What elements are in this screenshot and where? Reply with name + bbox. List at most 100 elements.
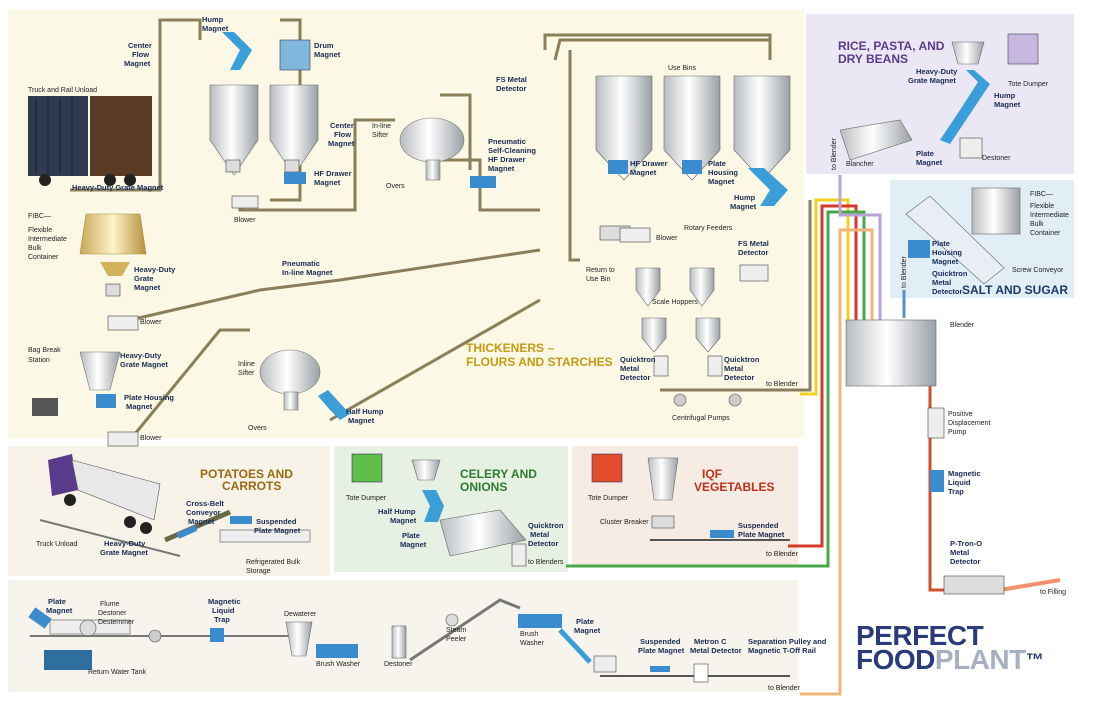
label: Brush Washer	[316, 661, 361, 668]
label: Separation Pulley and	[748, 637, 827, 646]
brand-food: FOOD	[856, 644, 935, 675]
label: Magnet	[314, 178, 341, 187]
label: Use Bins	[668, 65, 697, 72]
salt-equipment	[905, 187, 1021, 285]
label: FIBC—	[1030, 191, 1053, 198]
label: Container	[1030, 230, 1061, 237]
brand-line1: PERFECT	[856, 620, 984, 651]
label: Blower	[140, 435, 162, 442]
label: Bag Break	[28, 347, 61, 354]
label: Magnet	[202, 24, 229, 33]
label: Metal Detector	[690, 646, 742, 655]
label: Truck Unload	[36, 541, 77, 548]
label: to Blenders	[528, 559, 564, 566]
label: Displacement	[948, 420, 990, 427]
label: Magnetic T-Off Rail	[748, 646, 816, 655]
label: Half Hump	[378, 507, 416, 516]
label: Return Water Tank	[88, 669, 146, 676]
label: Metal	[724, 364, 743, 373]
label: Heavy-Duty	[120, 351, 162, 360]
label: Cluster Breaker	[600, 519, 649, 526]
label: Flume	[100, 601, 120, 608]
label: Heavy-Duty Grate Magnet	[72, 183, 164, 192]
label: Heavy-Duty	[134, 265, 176, 274]
title-thickeners-2: FLOURS AND STARCHES	[466, 355, 613, 369]
label: Magnet	[932, 257, 959, 266]
label: Hump	[734, 193, 756, 202]
label: Magnetic	[948, 469, 981, 478]
label: to Blender	[768, 685, 801, 692]
sifter-1	[399, 117, 496, 188]
rice-equipment	[839, 33, 1039, 161]
label: Blower	[656, 235, 678, 242]
label: Grate	[134, 274, 154, 283]
label: Center	[128, 41, 152, 50]
label: Magnetic	[208, 597, 241, 606]
label: Detector	[738, 248, 769, 257]
label: P-Tron-O	[950, 539, 982, 548]
label: Half Hump	[346, 407, 384, 416]
label: Pneumatic	[488, 137, 526, 146]
feed-lines	[566, 175, 1061, 696]
label: Flexible	[1030, 203, 1054, 210]
label: Steam	[446, 627, 466, 634]
label: Magnet	[916, 158, 943, 167]
label: Destoner	[982, 155, 1011, 162]
label: Sifter	[238, 370, 255, 377]
label: Flow	[132, 50, 149, 59]
blowers	[107, 195, 651, 447]
label: Housing	[708, 168, 738, 177]
title-potatoes-2: CARROTS	[222, 479, 281, 493]
label: Metron C	[694, 637, 727, 646]
bag-break-station	[32, 351, 121, 416]
title-rice-1: RICE, PASTA, AND	[838, 39, 945, 53]
label: Magnet	[126, 402, 153, 411]
label: Cross-Belt	[186, 499, 224, 508]
label: Flow	[334, 130, 351, 139]
brand-tm: ™	[1025, 650, 1044, 670]
label: Plate Housing	[124, 393, 174, 402]
label: Heavy-Duty	[916, 67, 958, 76]
label: Magnet	[134, 283, 161, 292]
label: Quicktron	[724, 355, 760, 364]
label: Pump	[948, 429, 966, 436]
title-potatoes-1: POTATOES AND	[200, 467, 293, 481]
label: Plate Magnet	[738, 530, 785, 539]
label: Destemmer	[98, 619, 135, 626]
label-to-blender-salt: to Blender	[901, 255, 908, 288]
label: HF Drawer	[630, 159, 668, 168]
label: Conveyor	[186, 508, 221, 517]
blender-chain	[845, 319, 1005, 595]
label: Plate	[932, 239, 950, 248]
label: to Blender	[766, 551, 799, 558]
label: Hump	[994, 91, 1016, 100]
label: Liquid	[948, 478, 971, 487]
label: Container	[28, 254, 59, 261]
label: Rotary Feeders	[684, 225, 733, 232]
label: Return to	[586, 267, 615, 274]
label: Screw Conveyor	[1012, 267, 1064, 274]
label: In-line	[372, 123, 391, 130]
title-salt: SALT AND SUGAR	[962, 283, 1068, 297]
label: HF Drawer	[314, 169, 352, 178]
label: Tote Dumper	[346, 495, 387, 502]
label: Blower	[234, 217, 256, 224]
equipment-labels: Truck and Rail Unload Heavy-Duty Grate M…	[28, 15, 1069, 692]
label: Blancher	[846, 161, 874, 168]
label: Destoner	[98, 610, 127, 617]
label: Heavy-Duty	[104, 539, 146, 548]
label: Quicktron	[528, 521, 564, 530]
label: Plate	[708, 159, 726, 168]
label: Liquid	[212, 606, 235, 615]
label: Inline	[238, 361, 255, 368]
title-rice-2: DRY BEANS	[838, 52, 908, 66]
label: Plate	[48, 597, 66, 606]
label: Brush	[520, 631, 538, 638]
label: Refrigerated Bulk	[246, 559, 301, 566]
label: Magnet	[124, 59, 151, 68]
sifter-2	[259, 349, 350, 420]
label: Intermediate	[1030, 212, 1069, 219]
label: Plate Magnet	[638, 646, 685, 655]
title-thickeners-1: THICKENERS –	[466, 341, 554, 355]
